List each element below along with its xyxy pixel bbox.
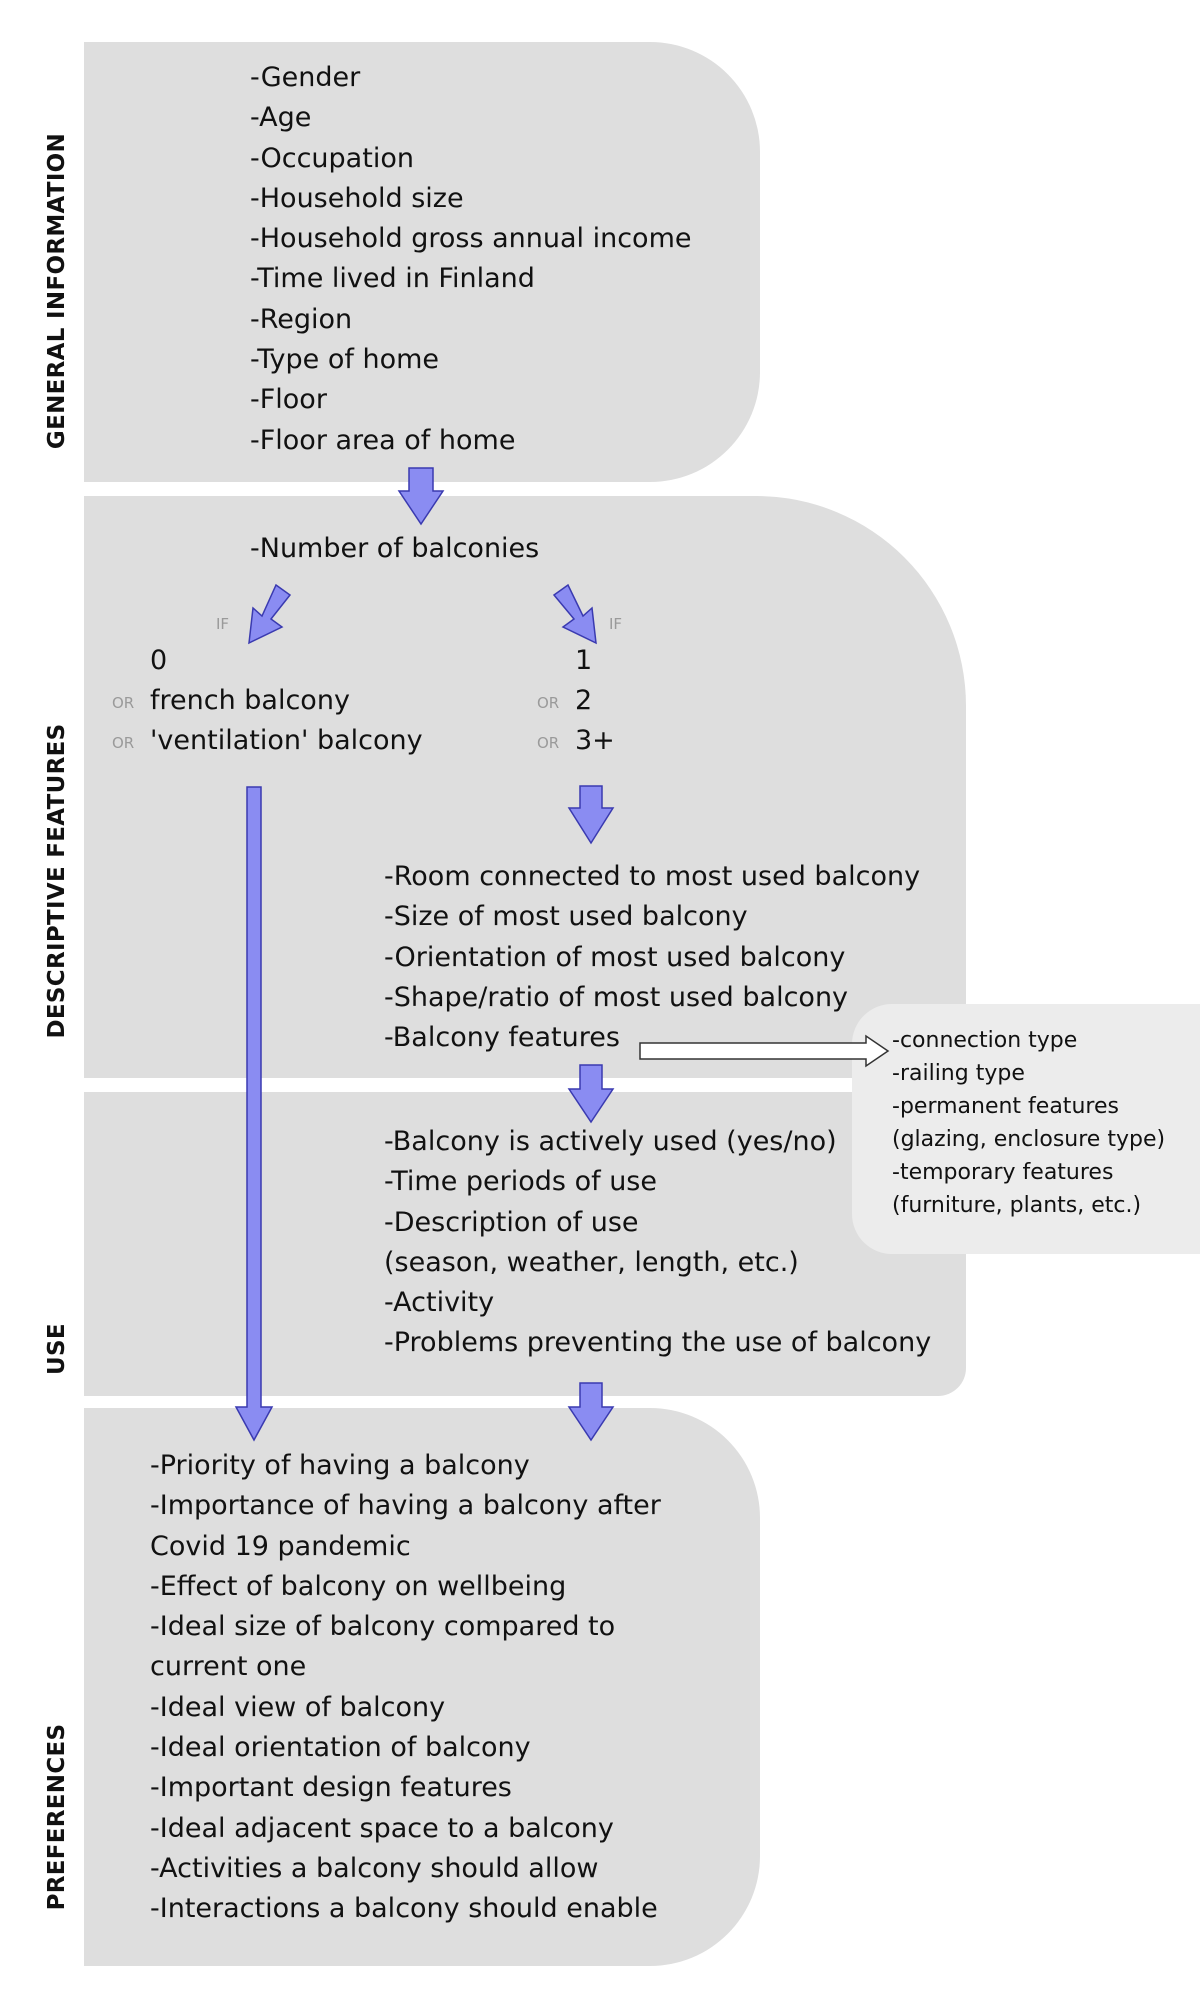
list-item: -Ideal view of balcony (150, 1691, 446, 1723)
left-option-french-balcony: french balcony (150, 685, 350, 716)
list-item: -Region (250, 303, 353, 335)
list-item: -Interactions a balcony should enable (150, 1893, 658, 1925)
list-item: -Activities a balcony should allow (150, 1852, 599, 1884)
list-item: -Description of use (384, 1206, 639, 1238)
number-of-balconies-item: -Number of balconies (250, 533, 540, 564)
list-item: -Ideal adjacent space to a balcony (150, 1812, 614, 1844)
down-arrow-icon (397, 467, 445, 526)
list-item: -Time lived in Finland (250, 263, 535, 295)
list-item: current one (150, 1651, 307, 1683)
list-item: -Occupation (250, 142, 414, 174)
list-item: -railing type (892, 1061, 1025, 1086)
list-item: -Floor area of home (250, 424, 516, 456)
descriptive-features-list: -Room connected to most used balcony -Si… (384, 857, 920, 1058)
list-item: -Shape/ratio of most used balcony (384, 981, 849, 1013)
right-option-two: 2 (575, 685, 593, 716)
or-label: OR (112, 734, 135, 752)
list-item: -Important design features (150, 1772, 512, 1804)
list-item: -Ideal orientation of balcony (150, 1732, 531, 1764)
right-option-three-plus: 3+ (575, 725, 615, 756)
down-arrow-icon (567, 1064, 615, 1124)
or-label: OR (537, 734, 560, 752)
list-item: -Activity (384, 1287, 495, 1319)
list-item: (season, weather, length, etc.) (384, 1246, 799, 1278)
diagonal-arrow-right-icon (552, 583, 597, 645)
list-item: Covid 19 pandemic (150, 1530, 411, 1562)
general-information-list: -Gender -Age -Occupation -Household size… (250, 58, 692, 461)
if-label-right: IF (609, 615, 623, 633)
or-label: OR (537, 694, 560, 712)
list-item: -Orientation of most used balcony (384, 941, 846, 973)
list-item: -Type of home (250, 344, 440, 376)
list-item: -Priority of having a balcony (150, 1450, 530, 1481)
balcony-features-detail-panel (852, 1004, 1200, 1254)
left-option-zero: 0 (150, 645, 168, 676)
list-item: -Effect of balcony on wellbeing (150, 1570, 567, 1602)
balcony-features-detail-list: -connection type -railing type -permanen… (892, 1024, 1165, 1222)
list-item: -Household gross annual income (250, 223, 692, 255)
use-panel (84, 1092, 966, 1396)
general-information-panel (84, 42, 760, 482)
list-item: -Balcony features (384, 1022, 620, 1054)
or-label: OR (112, 694, 135, 712)
right-arrow-icon (639, 1034, 890, 1068)
list-item: (furniture, plants, etc.) (892, 1193, 1142, 1218)
list-item: -connection type (892, 1028, 1078, 1053)
list-item: -Problems preventing the use of balcony (384, 1327, 932, 1359)
left-option-ventilation-balcony: 'ventilation' balcony (150, 725, 423, 756)
list-item: -temporary features (892, 1160, 1114, 1185)
right-option-one: 1 (575, 645, 593, 676)
preferences-panel (84, 1408, 760, 1966)
list-item: -Size of most used balcony (384, 901, 748, 933)
if-label-left: IF (216, 615, 230, 633)
long-down-arrow-icon (234, 786, 274, 1442)
list-item: -Gender (250, 62, 361, 93)
list-item: -Room connected to most used balcony (384, 861, 921, 892)
list-item: (glazing, enclosure type) (892, 1127, 1166, 1152)
list-item: -Household size (250, 182, 464, 214)
down-arrow-icon (567, 785, 615, 845)
list-item: -Floor (250, 384, 327, 416)
descriptive-features-panel (84, 496, 966, 1078)
list-item: -Ideal size of balcony compared to (150, 1611, 616, 1643)
down-arrow-icon (567, 1382, 615, 1442)
preferences-list: -Priority of having a balcony -Importanc… (150, 1446, 661, 1930)
list-item: -Balcony is actively used (yes/no) (384, 1126, 837, 1157)
list-item: -Importance of having a balcony after (150, 1490, 661, 1522)
use-list: -Balcony is actively used (yes/no) -Time… (384, 1122, 931, 1364)
list-item: -permanent features (892, 1094, 1119, 1119)
list-item: -Age (250, 102, 312, 134)
diagonal-arrow-left-icon (248, 583, 292, 645)
list-item: -Time periods of use (384, 1166, 657, 1198)
